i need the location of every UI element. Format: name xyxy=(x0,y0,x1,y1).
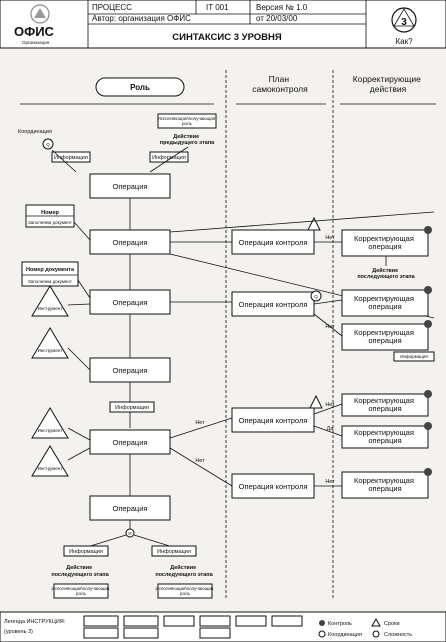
svg-text:Номер документа: Номер документа xyxy=(26,267,75,273)
level-number: 3 xyxy=(401,17,407,28)
column-headers: План самоконтроля Корректирующие действи… xyxy=(225,70,436,600)
action-next-left: Действие последующего этапа xyxy=(51,564,109,578)
svg-text:Операция: Операция xyxy=(113,298,148,307)
logo-text: ОФИС xyxy=(14,24,55,39)
doc-number: Номер документа Заполняем документ xyxy=(21,261,91,299)
header: ОФИС Организация ПРОЦЕСС IT 001 Версия №… xyxy=(0,0,446,49)
svg-text:Инструмент: Инструмент xyxy=(38,348,63,353)
svg-text:Операция: Операция xyxy=(113,182,148,191)
date-label: от 20/03/00 xyxy=(256,14,298,23)
page-title: СИНТАКСИС 3 УРОВНЯ xyxy=(172,32,282,43)
svg-text:Заполняем документ: Заполняем документ xyxy=(28,279,72,284)
svg-text:Корректирующая операция: Корректирующая операция xyxy=(354,476,416,493)
instrument-4: Инструмент xyxy=(31,445,91,477)
svg-text:Нет: Нет xyxy=(195,420,205,426)
legend: Легенда ИНСТРУКЦИЯ: (уровень 3) Контроль… xyxy=(0,611,446,642)
how-label: Как? xyxy=(395,37,413,46)
instrument-1: Инструмент xyxy=(31,285,91,317)
svg-text:Действие последующего эт: Действие последующего этапа xyxy=(357,267,415,280)
process-label: ПРОЦЕСС xyxy=(92,3,132,12)
operation-5: Операция xyxy=(89,429,171,455)
svg-text:Информация: Информация xyxy=(157,549,191,555)
svg-text:Операция: Операция xyxy=(113,438,148,447)
svg-text:(уровень 3): (уровень 3) xyxy=(4,629,33,635)
role-node: Роль xyxy=(20,77,214,105)
instrument-3: Инструмент xyxy=(31,407,91,441)
logo-subtitle: Организация xyxy=(22,40,50,45)
svg-text:Q: Q xyxy=(314,294,318,299)
svg-text:Нет: Нет xyxy=(195,458,205,464)
svg-text:Информация: Информация xyxy=(152,155,186,161)
number-doc: Номер Заполняем документ xyxy=(25,204,91,241)
operation-1: Операция xyxy=(89,173,171,199)
svg-text:Координация: Координация xyxy=(328,632,362,638)
executor-role-top: Исполняющая\получающая роль xyxy=(158,116,217,126)
level-badge: 3 Как? xyxy=(391,7,417,46)
operation-3: Операция xyxy=(89,289,171,315)
svg-text:Корректирующая операция: Корректирующая операция xyxy=(354,294,416,311)
svg-text:Да: Да xyxy=(327,426,335,432)
svg-text:Операция контроля: Операция контроля xyxy=(239,482,308,491)
svg-text:Заполняем документ: Заполняем документ xyxy=(28,220,72,225)
svg-text:Операция контроля: Операция контроля xyxy=(239,300,308,309)
control-row-4: Нет Операция контроля Нет Корректирующая… xyxy=(169,447,432,499)
svg-text:Информация: Информация xyxy=(400,354,428,359)
svg-text:Операция: Операция xyxy=(113,504,148,513)
company-logo: ОФИС Организация xyxy=(14,4,55,45)
control-row-3: Нет Операция контроля Нет Да Корректирую… xyxy=(169,390,432,449)
check-value-label: Координация xyxy=(18,129,52,135)
column-corrective-header: Корректирующие действия xyxy=(353,74,423,94)
svg-text:Исполняющая\получающая р: Исполняющая\получающая роль xyxy=(156,586,215,596)
svg-text:Легенда ИНСТРУКЦИЯ:: Легенда ИНСТРУКЦИЯ: xyxy=(4,619,66,625)
svg-text:Нет: Нет xyxy=(325,402,335,408)
action-next-right: Действие последующего этапа xyxy=(155,564,213,578)
info-mid: Информация xyxy=(109,401,155,413)
bottom-and-junction: И xyxy=(128,531,131,536)
svg-text:Операция: Операция xyxy=(113,366,148,375)
svg-text:Корректирующая операция: Корректирующая операция xyxy=(354,234,416,251)
operation-6: Операция xyxy=(89,495,171,521)
svg-text:Корректирующая операция: Корректирующая операция xyxy=(354,428,416,445)
author-label: Автор: организация ОФИС xyxy=(92,14,191,23)
svg-text:Исполняющая\получающая р: Исполняющая\получающая роль xyxy=(52,586,111,596)
svg-text:Контроль: Контроль xyxy=(328,621,352,627)
operation-2: Операция xyxy=(89,229,171,255)
svg-text:Операция контроля: Операция контроля xyxy=(239,416,308,425)
svg-text:Роль: Роль xyxy=(130,83,150,92)
svg-text:Корректирующая операция: Корректирующая операция xyxy=(354,396,416,413)
svg-text:Операция: Операция xyxy=(113,238,148,247)
operation-4: Операция xyxy=(89,357,171,383)
svg-text:Операция контроля: Операция контроля xyxy=(239,238,308,247)
top-inputs: Q Координация Исполняющая\получающая рол… xyxy=(18,113,217,173)
svg-text:Инструмент: Инструмент xyxy=(38,466,63,471)
svg-text:Нет: Нет xyxy=(325,479,335,485)
svg-text:Информация: Информация xyxy=(69,549,103,555)
svg-text:Нет: Нет xyxy=(325,235,335,241)
version-label: Версия № 1.0 xyxy=(256,3,308,12)
svg-text:Информация: Информация xyxy=(54,155,88,161)
svg-text:Сроки: Сроки xyxy=(384,621,400,627)
svg-text:Q: Q xyxy=(46,142,50,147)
svg-text:Инструмент: Инструмент xyxy=(38,428,63,433)
control-row-1: Операция контроля Нет Корректирующая опе… xyxy=(169,211,435,319)
process-code: IT 001 xyxy=(206,3,229,12)
bottom-branch: И Информация Информация Действие последу… xyxy=(51,528,215,599)
column-plan-header: План самоконтроля xyxy=(252,74,308,94)
control-row-2: Операция контроля Q Нет Корректирующая о… xyxy=(170,286,435,362)
svg-text:Номер: Номер xyxy=(41,210,59,216)
svg-text:Корректирующая операция: Корректирующая операция xyxy=(354,328,416,345)
instrument-2: Инструмент xyxy=(31,327,91,371)
svg-text:Инструмент: Инструмент xyxy=(38,306,63,311)
action-prev-label: Действие предыдущего этапа xyxy=(160,133,215,146)
svg-text:Информация: Информация xyxy=(115,405,149,411)
svg-text:Сложность: Сложность xyxy=(384,632,412,638)
svg-text:Нет: Нет xyxy=(325,324,335,330)
